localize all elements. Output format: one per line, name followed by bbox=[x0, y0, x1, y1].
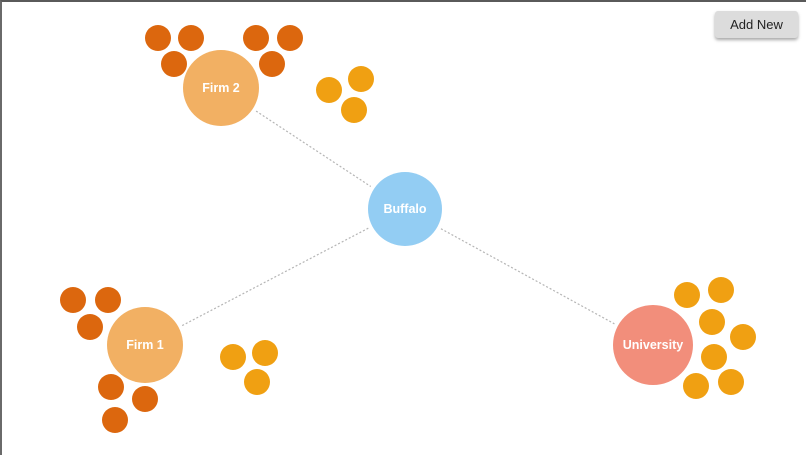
node-firm2-label: Firm 2 bbox=[202, 81, 240, 95]
firm2-satellite-dot[interactable] bbox=[178, 25, 204, 51]
firm2-satellite-dot[interactable] bbox=[161, 51, 187, 77]
firm1-satellite-dot[interactable] bbox=[244, 369, 270, 395]
firm1-satellite-dot[interactable] bbox=[132, 386, 158, 412]
firm2-satellite-dot[interactable] bbox=[341, 97, 367, 123]
node-university-label: University bbox=[622, 338, 684, 352]
link-firm1-center bbox=[181, 227, 369, 327]
university-satellite-dot[interactable] bbox=[708, 277, 734, 303]
firm2-satellite-dot[interactable] bbox=[348, 66, 374, 92]
node-university[interactable]: University bbox=[613, 305, 693, 385]
firm2-satellite-dot[interactable] bbox=[277, 25, 303, 51]
firm2-satellite-dot[interactable] bbox=[243, 25, 269, 51]
university-satellite-dot[interactable] bbox=[674, 282, 700, 308]
add-new-button[interactable]: Add New bbox=[715, 11, 798, 38]
university-satellite-dot[interactable] bbox=[730, 324, 756, 350]
node-buffalo[interactable]: Buffalo bbox=[368, 172, 442, 246]
firm1-satellite-dot[interactable] bbox=[252, 340, 278, 366]
university-satellite-dot[interactable] bbox=[701, 344, 727, 370]
node-firm1-label: Firm 1 bbox=[126, 338, 164, 352]
firm2-satellite-dot[interactable] bbox=[259, 51, 285, 77]
firm1-satellite-dot[interactable] bbox=[77, 314, 103, 340]
university-satellite-dot[interactable] bbox=[683, 373, 709, 399]
university-satellite-dot[interactable] bbox=[718, 369, 744, 395]
firm1-satellite-dot[interactable] bbox=[95, 287, 121, 313]
firm1-satellite-dot[interactable] bbox=[60, 287, 86, 313]
node-firm1[interactable]: Firm 1 bbox=[107, 307, 183, 383]
node-buffalo-label: Buffalo bbox=[383, 202, 427, 216]
firm1-satellite-dot[interactable] bbox=[102, 407, 128, 433]
firm2-satellite-dot[interactable] bbox=[316, 77, 342, 103]
link-firm2-center bbox=[255, 110, 372, 187]
link-center-university bbox=[440, 228, 615, 325]
firm2-satellite-dot[interactable] bbox=[145, 25, 171, 51]
firm1-satellite-dot[interactable] bbox=[98, 374, 124, 400]
university-satellite-dot[interactable] bbox=[699, 309, 725, 335]
node-firm2[interactable]: Firm 2 bbox=[183, 50, 259, 126]
firm1-satellite-dot[interactable] bbox=[220, 344, 246, 370]
